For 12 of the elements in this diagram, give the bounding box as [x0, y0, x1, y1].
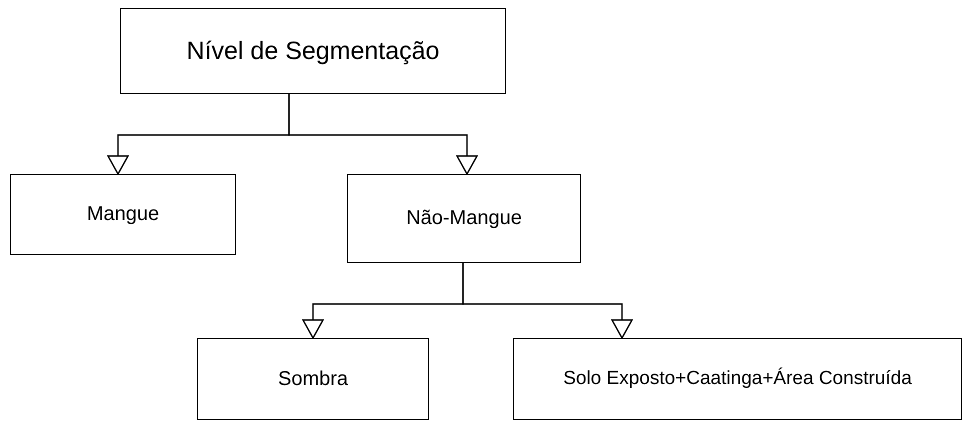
- category-box: [513, 338, 962, 420]
- node-label: Mangue: [86, 203, 160, 226]
- arrow: [462, 263, 633, 339]
- category-box: [197, 338, 429, 420]
- category-box: [347, 174, 581, 263]
- node-label: Solo Exposto+Caatinga+Área Construída: [563, 368, 912, 390]
- arrow: [288, 94, 478, 175]
- node-label: Não-Mangue: [406, 207, 522, 230]
- node-label: Sombra: [278, 368, 348, 390]
- category-box: [10, 174, 236, 255]
- title-box: [120, 8, 506, 94]
- node-label: Nível de Segmentação: [186, 36, 440, 66]
